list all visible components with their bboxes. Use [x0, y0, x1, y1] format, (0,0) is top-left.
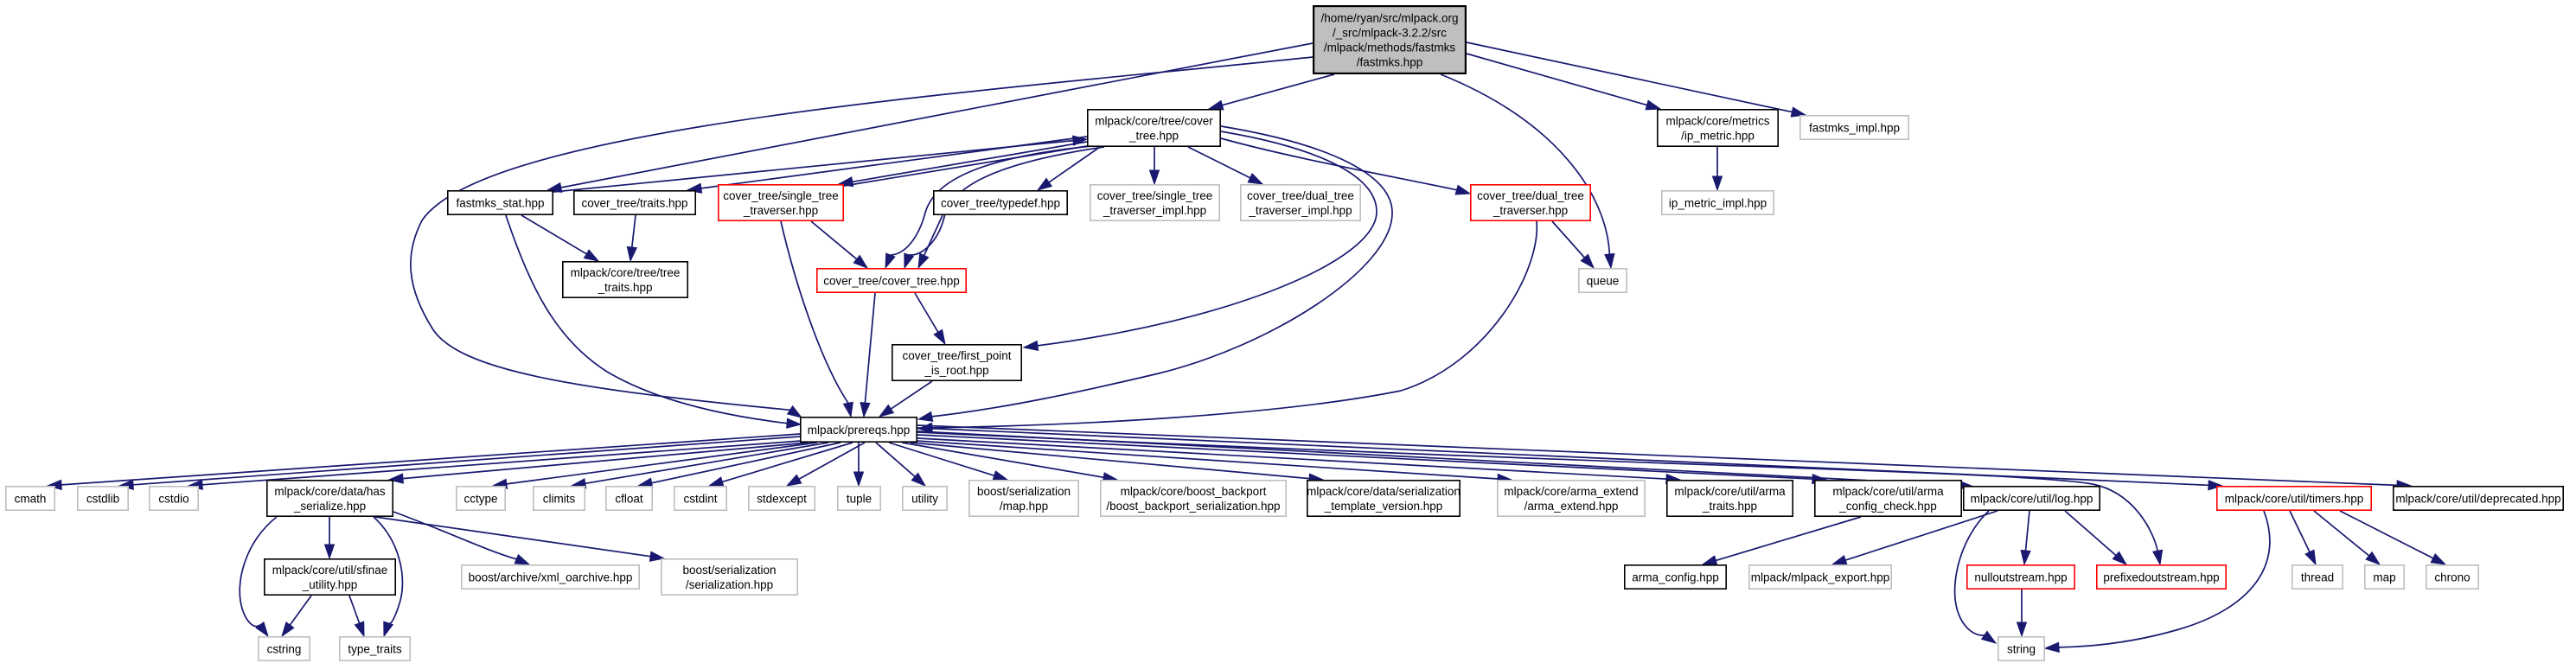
svg-text:tuple: tuple	[847, 492, 872, 505]
svg-text:cstdint: cstdint	[683, 492, 717, 505]
svg-text:/fastmks.hpp: /fastmks.hpp	[1357, 55, 1423, 68]
svg-text:/_src/mlpack-3.2.2/src: /_src/mlpack-3.2.2/src	[1333, 26, 1447, 39]
svg-text:boost/serialization: boost/serialization	[682, 564, 776, 577]
svg-text:mlpack/core/util/timers.hpp: mlpack/core/util/timers.hpp	[2225, 492, 2364, 505]
svg-text:fastmks_stat.hpp: fastmks_stat.hpp	[456, 196, 544, 209]
svg-text:cstring: cstring	[267, 642, 302, 655]
svg-text:cover_tree/cover_tree.hpp: cover_tree/cover_tree.hpp	[823, 274, 960, 287]
svg-text:cover_tree/dual_tree: cover_tree/dual_tree	[1477, 189, 1584, 202]
svg-text:mlpack/core/util/log.hpp: mlpack/core/util/log.hpp	[1971, 492, 2093, 505]
svg-text:cover_tree/single_tree: cover_tree/single_tree	[1097, 189, 1213, 202]
svg-text:arma_config.hpp: arma_config.hpp	[1632, 571, 1719, 583]
svg-text:mlpack/core/util/sfinae: mlpack/core/util/sfinae	[272, 564, 388, 577]
svg-text:stdexcept: stdexcept	[757, 492, 807, 505]
svg-text:fastmks_impl.hpp: fastmks_impl.hpp	[1809, 121, 1900, 134]
svg-text:_traverser.hpp: _traverser.hpp	[1493, 204, 1568, 217]
svg-text:mlpack/core/arma_extend: mlpack/core/arma_extend	[1504, 485, 1638, 498]
svg-text:/ip_metric.hpp: /ip_metric.hpp	[1681, 129, 1755, 142]
svg-text:/serialization.hpp: /serialization.hpp	[686, 578, 773, 591]
svg-text:map: map	[2373, 571, 2395, 583]
svg-text:mlpack/core/util/deprecated.hp: mlpack/core/util/deprecated.hpp	[2395, 492, 2560, 505]
svg-text:_traverser_impl.hpp: _traverser_impl.hpp	[1103, 204, 1206, 217]
svg-text:_template_version.hpp: _template_version.hpp	[1324, 500, 1443, 513]
svg-text:_is_root.hpp: _is_root.hpp	[924, 364, 988, 377]
svg-text:/map.hpp: /map.hpp	[1000, 500, 1048, 513]
svg-text:ip_metric_impl.hpp: ip_metric_impl.hpp	[1669, 196, 1767, 209]
svg-text:cover_tree/first_point: cover_tree/first_point	[902, 349, 1011, 362]
svg-text:queue: queue	[1587, 274, 1620, 287]
svg-text:nulloutstream.hpp: nulloutstream.hpp	[1974, 571, 2067, 583]
svg-text:cover_tree/dual_tree: cover_tree/dual_tree	[1247, 189, 1354, 202]
svg-text:cstdio: cstdio	[158, 492, 189, 505]
svg-text:utility: utility	[911, 492, 938, 505]
svg-text:type_traits: type_traits	[348, 642, 402, 655]
svg-text:mlpack/core/data/serialization: mlpack/core/data/serialization	[1307, 485, 1461, 498]
svg-text:mlpack/core/util/arma: mlpack/core/util/arma	[1674, 485, 1786, 498]
svg-text:mlpack/core/tree/cover: mlpack/core/tree/cover	[1095, 114, 1213, 127]
svg-text:mlpack/core/boost_backport: mlpack/core/boost_backport	[1121, 485, 1267, 498]
svg-text:prefixedoutstream.hpp: prefixedoutstream.hpp	[2103, 571, 2219, 583]
svg-text:/arma_extend.hpp: /arma_extend.hpp	[1525, 500, 1619, 513]
svg-text:mlpack/core/metrics: mlpack/core/metrics	[1665, 114, 1769, 127]
svg-text:mlpack/prereqs.hpp: mlpack/prereqs.hpp	[808, 424, 911, 437]
svg-text:mlpack/core/tree/tree: mlpack/core/tree/tree	[571, 266, 681, 279]
svg-text:cmath: cmath	[15, 492, 47, 505]
svg-text:thread: thread	[2301, 571, 2334, 583]
svg-text:string: string	[2007, 642, 2036, 655]
svg-text:mlpack/core/data/has: mlpack/core/data/has	[274, 485, 386, 498]
svg-text:chrono: chrono	[2434, 571, 2470, 583]
svg-text:cover_tree/single_tree: cover_tree/single_tree	[723, 189, 839, 202]
svg-text:boost/serialization: boost/serialization	[977, 485, 1071, 498]
svg-text:_traverser_impl.hpp: _traverser_impl.hpp	[1248, 204, 1352, 217]
svg-text:_serialize.hpp: _serialize.hpp	[293, 500, 366, 513]
svg-text:/boost_backport_serialization.: /boost_backport_serialization.hpp	[1106, 500, 1280, 513]
svg-text:_traverser.hpp: _traverser.hpp	[743, 204, 818, 217]
svg-text:/home/ryan/src/mlpack.org: /home/ryan/src/mlpack.org	[1320, 11, 1458, 24]
svg-text:_utility.hpp: _utility.hpp	[302, 578, 358, 591]
svg-text:_traits.hpp: _traits.hpp	[1702, 500, 1757, 513]
svg-text:cover_tree/traits.hpp: cover_tree/traits.hpp	[581, 196, 687, 209]
svg-text:climits: climits	[543, 492, 576, 505]
svg-text:_tree.hpp: _tree.hpp	[1128, 129, 1179, 142]
svg-text:_config_check.hpp: _config_check.hpp	[1838, 500, 1937, 513]
svg-text:cover_tree/typedef.hpp: cover_tree/typedef.hpp	[941, 196, 1060, 209]
svg-text:_traits.hpp: _traits.hpp	[597, 281, 652, 294]
svg-text:boost/archive/xml_oarchive.hpp: boost/archive/xml_oarchive.hpp	[469, 571, 633, 583]
svg-text:cstdlib: cstdlib	[86, 492, 119, 505]
svg-text:cfloat: cfloat	[615, 492, 643, 505]
svg-text:cctype: cctype	[463, 492, 497, 505]
svg-text:/mlpack/methods/fastmks: /mlpack/methods/fastmks	[1324, 41, 1456, 54]
svg-text:mlpack/core/util/arma: mlpack/core/util/arma	[1832, 485, 1944, 498]
svg-text:mlpack/mlpack_export.hpp: mlpack/mlpack_export.hpp	[1751, 571, 1890, 583]
